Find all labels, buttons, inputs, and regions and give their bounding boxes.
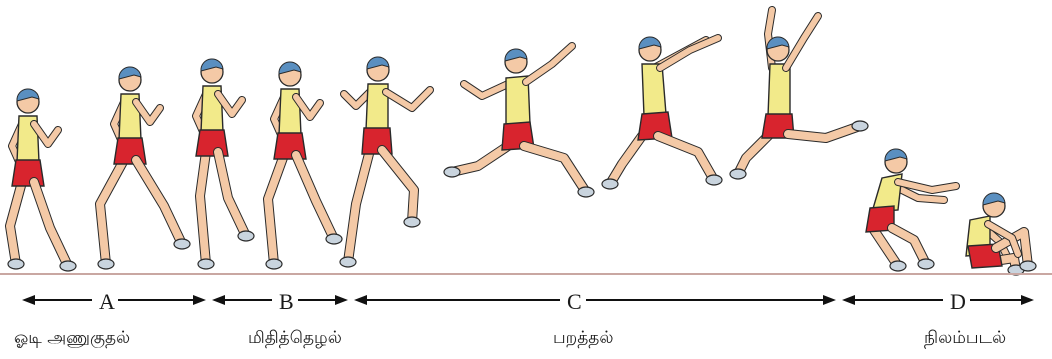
back-shoe <box>98 259 114 269</box>
athlete-figure-9 <box>866 149 956 271</box>
front-shoe <box>706 175 722 185</box>
back-shoe <box>340 257 356 267</box>
back-arm <box>344 92 370 106</box>
back-shoe <box>730 169 746 179</box>
athlete-figure-2 <box>98 67 190 269</box>
athlete-figures <box>8 10 1036 275</box>
front-shoe <box>60 261 76 271</box>
front-shoe <box>238 231 254 241</box>
phase-a-name: ஓடி அணுகுதல் <box>14 330 130 347</box>
front-arm <box>786 16 818 68</box>
front-shoe <box>852 121 868 131</box>
phase-d-name: நிலம்படல் <box>924 330 1006 347</box>
front-arm <box>526 46 572 82</box>
athlete-figure-5 <box>340 57 430 267</box>
back-leg <box>610 136 642 184</box>
athlete-figure-3 <box>196 59 254 269</box>
front-shoe <box>918 259 934 269</box>
back-shoe <box>602 179 618 189</box>
athlete-figure-4 <box>266 62 342 269</box>
phase-c-letter: C <box>567 291 582 313</box>
athlete-figure-1 <box>8 89 76 271</box>
phase-a-letter: A <box>99 291 115 313</box>
back-shoe <box>444 167 460 177</box>
phase-arrow-c <box>354 295 836 305</box>
athlete-figure-10 <box>966 193 1036 275</box>
front-leg <box>788 126 860 138</box>
phase-c-name: பறத்தல் <box>553 330 613 347</box>
front-shoe <box>404 217 420 227</box>
front-shoe <box>174 239 190 249</box>
athlete-figure-7 <box>602 37 722 189</box>
arrow-head <box>335 295 348 305</box>
front-shoe <box>326 234 342 244</box>
arrow-head <box>1021 295 1034 305</box>
front-shoe <box>1020 261 1036 271</box>
front-leg <box>34 182 68 266</box>
shirt <box>642 64 666 116</box>
front-leg <box>382 150 414 222</box>
back-leg <box>268 155 284 264</box>
shorts <box>196 130 228 156</box>
arrow-head <box>193 295 206 305</box>
arrow-head <box>354 295 367 305</box>
back-shoe <box>198 259 214 269</box>
front-leg <box>136 160 182 244</box>
phase-b-name: மிதித்தெழல் <box>248 330 342 347</box>
back-leg <box>874 230 898 266</box>
back-shoe <box>890 261 906 271</box>
phase-arrow-d <box>842 295 1034 305</box>
back-shoe <box>266 259 282 269</box>
front-shoe <box>578 187 594 197</box>
arrow-head <box>842 295 855 305</box>
front-arm <box>660 38 718 68</box>
arrow-head <box>212 295 225 305</box>
front-arm <box>386 90 430 108</box>
arrow-head <box>22 295 35 305</box>
back-leg <box>738 134 770 174</box>
phase-arrows <box>22 295 1034 305</box>
phase-b-letter: B <box>279 291 294 313</box>
back-shoe <box>8 259 24 269</box>
arrow-head <box>823 295 836 305</box>
athlete-figure-6 <box>444 46 594 197</box>
front-leg <box>296 155 334 239</box>
phase-d-letter: D <box>950 291 966 313</box>
athlete-figure-8 <box>730 10 868 179</box>
